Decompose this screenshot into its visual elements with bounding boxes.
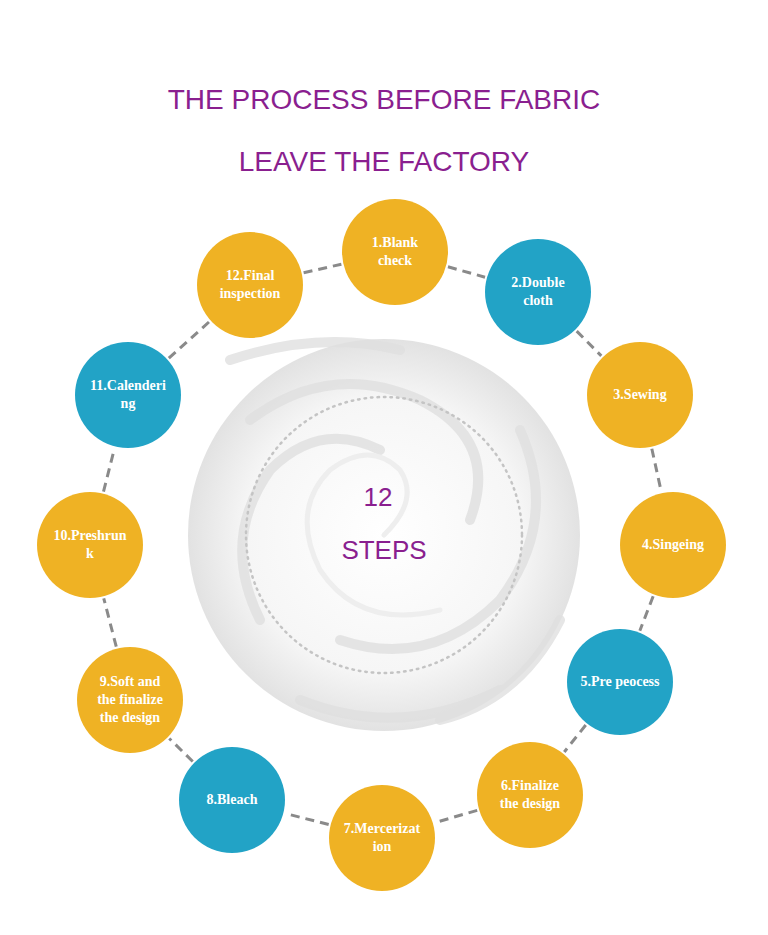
step-label: 9.Soft and the finalize the design (90, 673, 170, 728)
step-circle: 10.Preshrunk (37, 492, 143, 598)
dashed-connector (652, 449, 661, 492)
step-label: 5.Pre peocess (580, 673, 660, 691)
step-label: 4.Singeing (633, 536, 713, 554)
step-label: 12.Final inspection (210, 267, 290, 303)
step-label: 3.Sewing (600, 386, 680, 404)
dashed-connector (169, 739, 192, 762)
step-circle: 6.Finalize the design (477, 742, 583, 848)
step-circle: 3.Sewing (587, 342, 693, 448)
fabric-swirl (307, 455, 440, 615)
step-circle: 4.Singeing (620, 492, 726, 598)
dashed-connector (285, 814, 328, 825)
dashed-connector (104, 448, 115, 491)
dashed-connector (435, 810, 477, 822)
center-label: 12 (364, 482, 393, 513)
step-circle: 5.Pre peocess (567, 629, 673, 735)
step-label: 6.Finalize the design (490, 777, 570, 813)
step-label: 11.Calendering (88, 377, 168, 413)
dashed-connector (169, 322, 209, 358)
step-label: 2.Double cloth (498, 274, 578, 310)
step-label: 10.Preshrunk (50, 527, 130, 563)
dashed-connector (104, 598, 117, 646)
dashed-connector (564, 725, 585, 752)
step-circle: 8.Bleach (179, 747, 285, 853)
step-circle: 2.Double cloth (485, 239, 591, 345)
step-circle: 11.Calendering (75, 342, 181, 448)
step-label: 7.Mercerization (342, 820, 422, 856)
step-label: 8.Bleach (192, 791, 272, 809)
step-circle: 1.Blank check (342, 199, 448, 305)
center-label: STEPS (341, 535, 426, 566)
dashed-connector (640, 596, 653, 630)
step-label: 1.Blank check (355, 234, 435, 270)
dotted-ring (246, 397, 522, 673)
fabric-disc (188, 339, 580, 731)
dashed-connector (577, 331, 602, 356)
step-circle: 12.Final inspection (197, 232, 303, 338)
dashed-connector (448, 267, 485, 277)
step-circle: 7.Mercerization (329, 785, 435, 891)
diagram-title: THE PROCESS BEFORE FABRIC LEAVE THE FACT… (124, 69, 644, 193)
dashed-connector (304, 264, 342, 273)
step-circle: 9.Soft and the finalize the design (77, 647, 183, 753)
fabric-folds (230, 342, 560, 720)
